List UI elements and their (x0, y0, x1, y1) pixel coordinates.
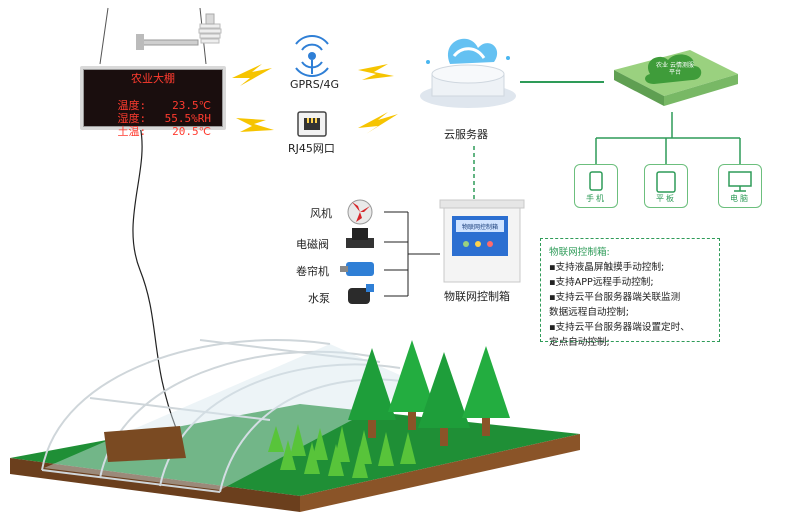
feature-line: ▪支持APP远程手动控制; (549, 277, 654, 288)
hanging-wire-left (99, 7, 109, 65)
sensor-arm (137, 39, 199, 46)
terminal-label: 手机 (586, 194, 606, 203)
soil-bed (104, 426, 186, 462)
device-label-fan: 风机 (310, 207, 332, 220)
phone-icon (589, 171, 603, 191)
led-value: 55.5%RH (164, 112, 211, 125)
wireless-icon (295, 35, 329, 77)
terminal-label: 电脑 (730, 194, 750, 203)
feature-line: 数据远程自动控制; (549, 307, 629, 318)
terminal-computer: 电脑 (718, 164, 762, 208)
cloud-server-icon (420, 38, 516, 108)
trees (348, 340, 510, 446)
feature-line: ▪支持云平台服务器端设置定时、 (549, 322, 690, 333)
control-box-label: 物联网控制箱 (444, 290, 510, 303)
cloud-platform-icon (614, 50, 738, 106)
device-label-curtain: 卷帘机 (296, 265, 329, 278)
led-row-humidity: 湿度: 55.5%RH (91, 99, 217, 138)
led-label: 湿度: (117, 112, 147, 125)
led-value: 20.5℃ (172, 125, 211, 138)
control-box-feature-panel: 物联网控制箱: ▪支持液晶屏触摸手动控制; ▪支持APP远程手动控制; ▪支持云… (540, 238, 720, 348)
led-label: 土温: (117, 125, 147, 138)
wireless-label: GPRS/4G (290, 78, 340, 91)
device-label-valve: 电磁阀 (296, 238, 329, 251)
cloud-server-label: 云服务器 (444, 128, 488, 141)
led-title: 农业大棚 (131, 72, 175, 85)
sensor-cable (132, 125, 177, 429)
led-row-soil-temperature: 土温: 20.5℃ (91, 112, 217, 151)
solenoid-valve-icon (346, 228, 374, 248)
sensor-mount (136, 34, 144, 50)
ethernet-port-icon (297, 111, 327, 137)
curtain-motor-icon (340, 262, 374, 276)
terminal-tablet: 平板 (644, 164, 688, 208)
fan-icon (347, 199, 373, 225)
device-label-pump: 水泵 (308, 292, 330, 305)
computer-icon (728, 171, 752, 192)
tablet-icon (656, 171, 676, 193)
control-box-screen-label: 物联网控制箱 (461, 224, 498, 231)
lightning-icons (232, 64, 398, 134)
feature-line: ▪支持云平台服务器端关联监测 (549, 292, 681, 303)
wired-label: RJ45网口 (288, 142, 335, 155)
platform-label: 农业 云情测服平台 (656, 62, 694, 76)
feature-heading: 物联网控制箱: (549, 247, 610, 258)
control-box-icon (439, 199, 525, 283)
led-row-temperature: 温度: 23.5℃ (91, 86, 217, 125)
seedlings (268, 424, 416, 478)
water-pump-icon (348, 284, 374, 304)
led-value: 23.5℃ (172, 99, 211, 112)
terminal-label: 平板 (656, 194, 676, 203)
greenhouse-illustration (41, 339, 421, 493)
feature-line: ▪支持液晶屏触摸手动控制; (549, 262, 665, 273)
terminal-phone: 手机 (574, 164, 618, 208)
sensor-shield-icon (198, 13, 222, 44)
led-label: 温度: (117, 99, 147, 112)
led-display-board: 农业大棚 温度: 23.5℃ 湿度: 55.5%RH 土温: 20.5℃ (80, 66, 226, 138)
feature-line: 定点自动控制; (549, 337, 610, 348)
device-bracket (384, 211, 440, 297)
